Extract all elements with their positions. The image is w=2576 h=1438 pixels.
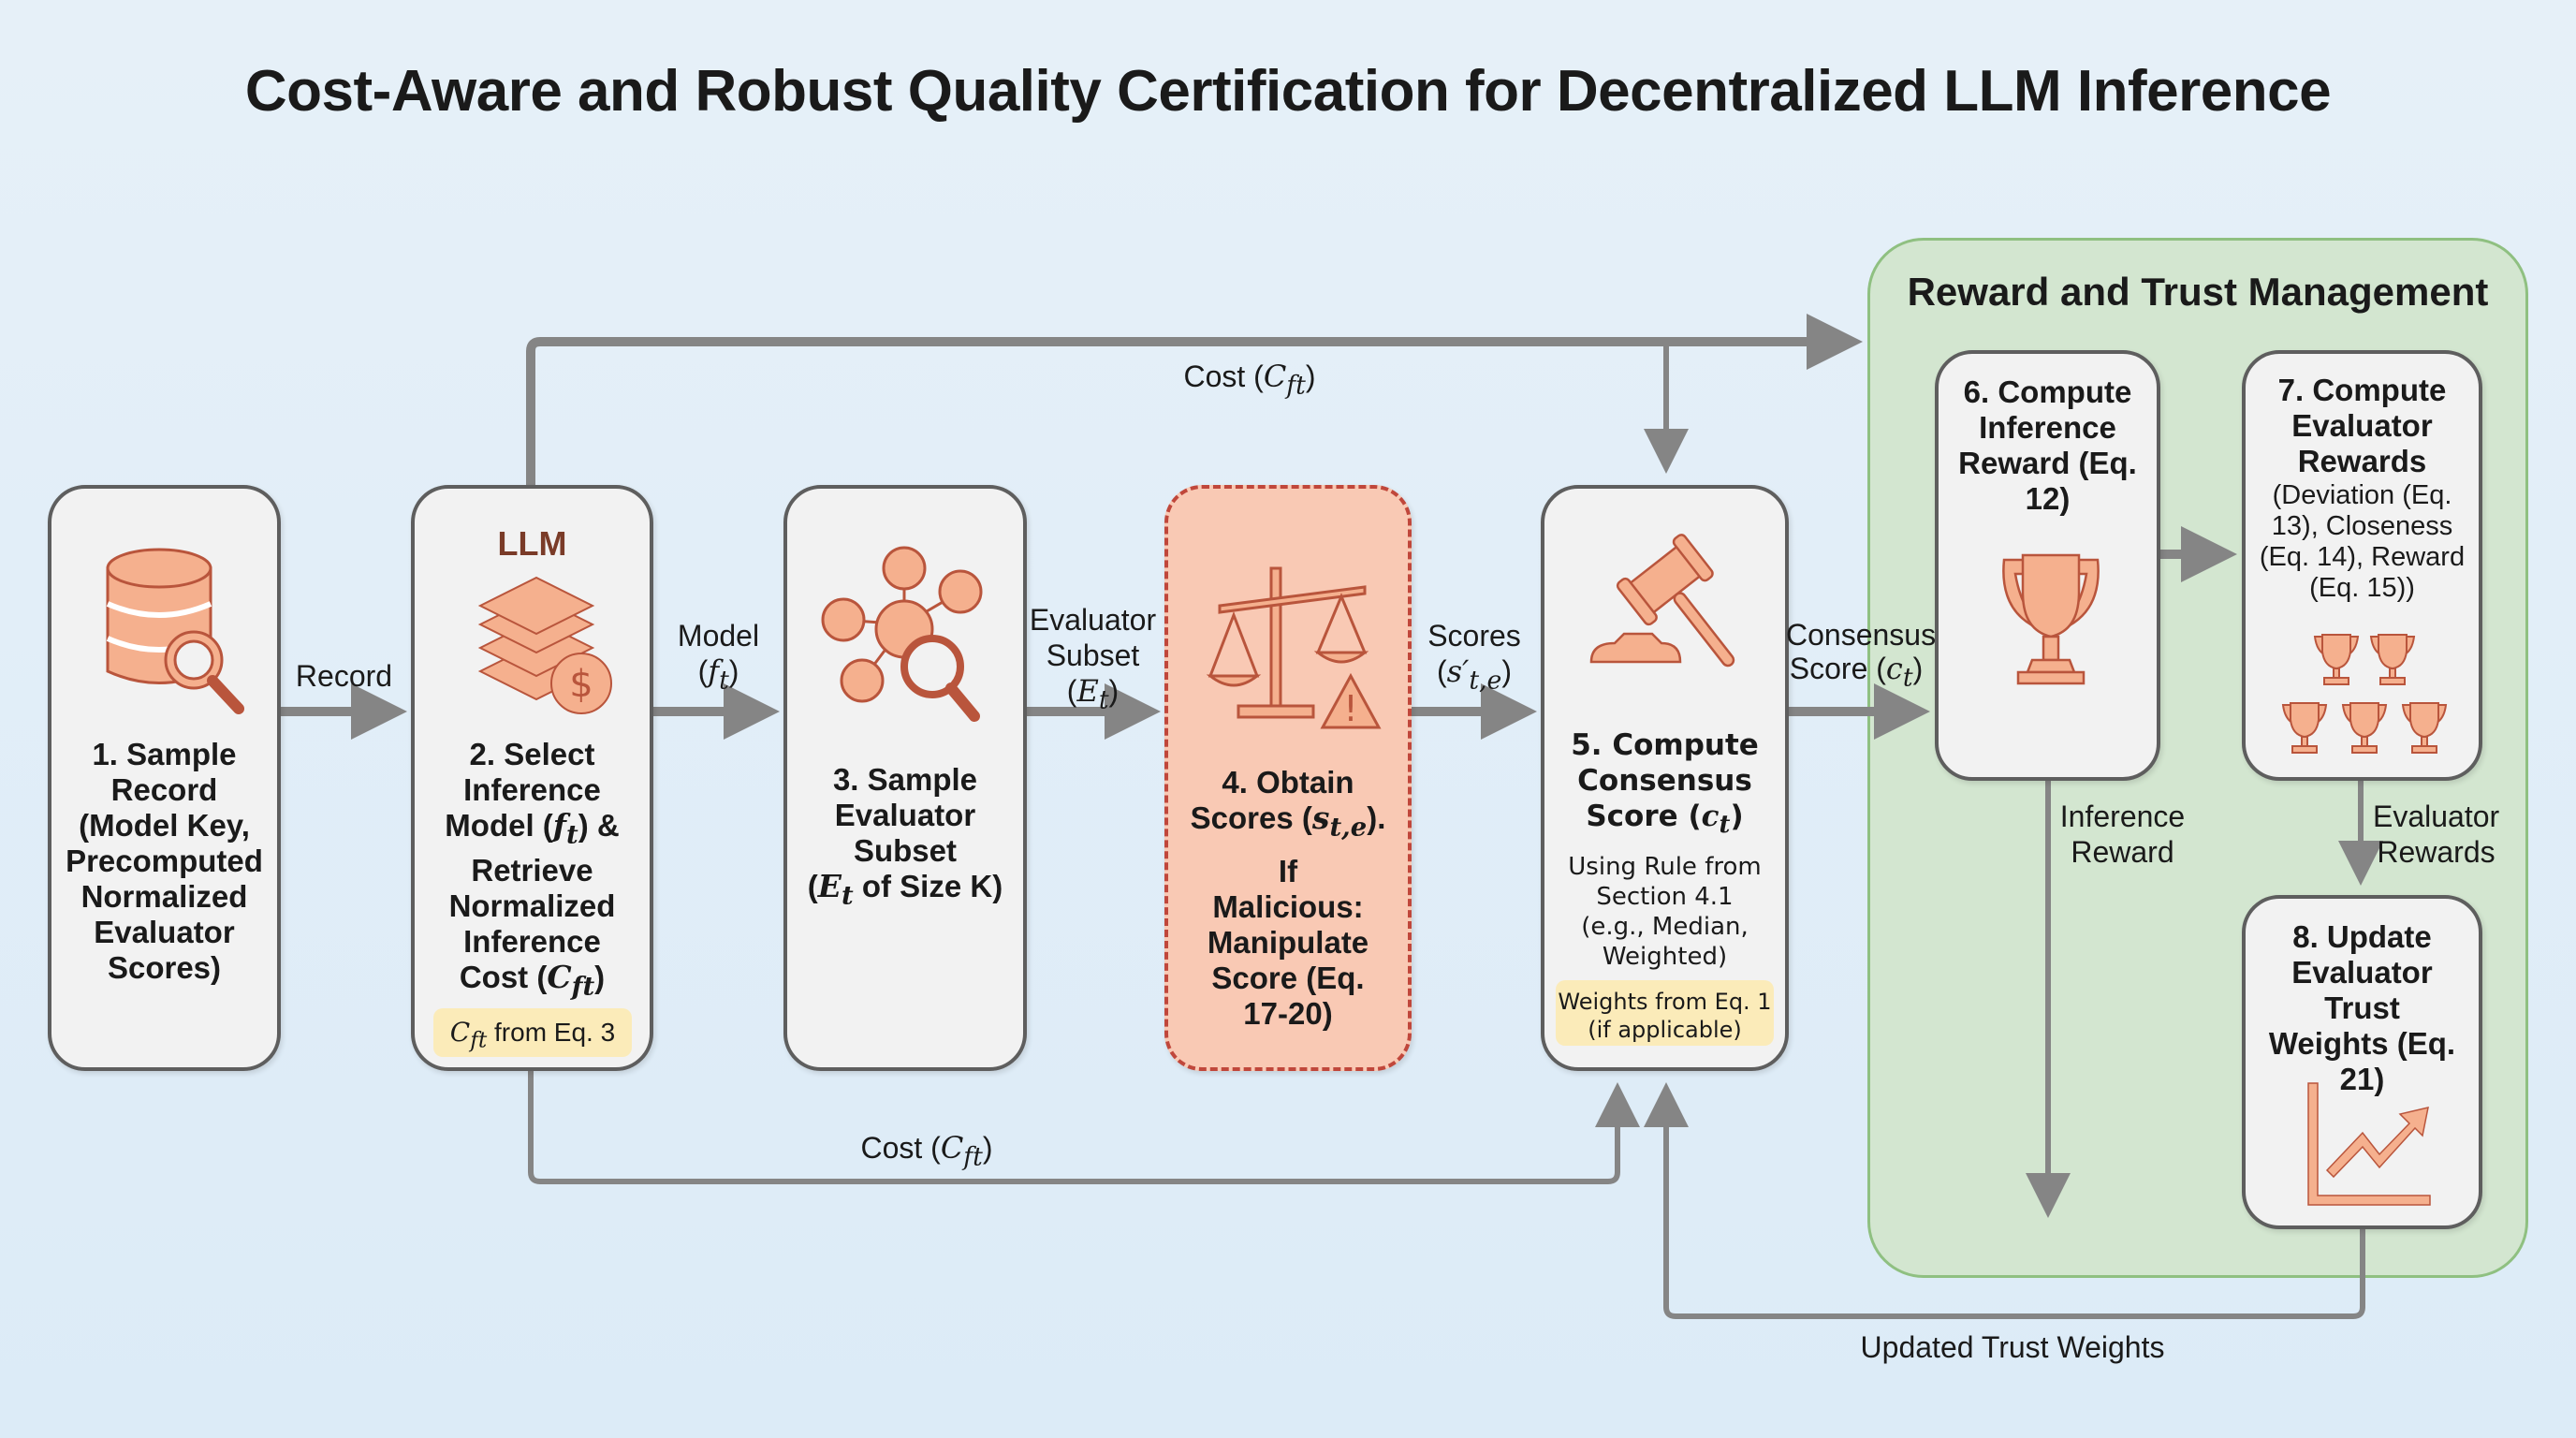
step-7-evaluator-rewards: 7. Compute Evaluator Rewards (Deviation … (2242, 350, 2482, 781)
label-consensus: Consensus Score (ct) (1786, 618, 1937, 693)
step-5-consensus: 5. Compute Consensus Score (ct) Using Ru… (1541, 485, 1789, 1071)
step-4-title: 4. Obtain Scores (st,e). (1190, 765, 1386, 843)
label-updated-trust: Updated Trust Weights (1860, 1330, 2165, 1364)
svg-text:!: ! (1343, 688, 1357, 729)
step-1-title: 1. Sample Record (Model Key, Precomputed… (66, 737, 263, 985)
arrow-updated-trust (1644, 1082, 2365, 1319)
llm-layers-cost-icon: $ (477, 576, 612, 714)
step-8-title: 8. Update Evaluator Trust Weights (Eq. 2… (2268, 919, 2456, 1096)
label-inference-reward: Inference Reward (2059, 800, 2186, 869)
step-4-obtain-scores: ! 4. Obtain Scores (st,e). If Malicious:… (1164, 485, 1412, 1071)
label-record: Record (295, 659, 393, 693)
trophies-icon (2282, 634, 2447, 754)
panel-title: Reward and Trust Management (1907, 270, 2489, 314)
step-2-note: Cft from Eq. 3 (433, 1008, 632, 1057)
step-6-title: 6. Compute Inference Reward (Eq. 12) (1958, 374, 2137, 516)
gavel-icon (1589, 534, 1735, 668)
svg-text:$: $ (569, 663, 593, 706)
step-1-sample-record: 1. Sample Record (Model Key, Precomputed… (48, 485, 281, 1071)
diagram-title: Cost-Aware and Robust Quality Certificat… (244, 59, 2332, 124)
arrow-cost-top (526, 314, 1863, 485)
label-cost-bottom: Cost (Cft) (860, 1130, 993, 1172)
step-4-malicious: If Malicious: Manipulate Score (Eq. 17-2… (1207, 854, 1369, 1031)
scales-warning-icon: ! (1206, 566, 1382, 729)
evaluator-network-search-icon (821, 546, 983, 722)
step-3-title: 3. Sample Evaluator Subset (Et of Size K… (807, 762, 1003, 911)
step-3-sample-evaluators: 3. Sample Evaluator Subset (Et of Size K… (783, 485, 1027, 1071)
llm-badge: LLM (497, 524, 567, 563)
arrow-cost-bottom (528, 1071, 1640, 1184)
step-8-update-trust: 8. Update Evaluator Trust Weights (Eq. 2… (2242, 895, 2482, 1229)
step-6-inference-reward: 6. Compute Inference Reward (Eq. 12) (1935, 350, 2160, 781)
label-scores: Scores(s′t,e) (1427, 619, 1521, 696)
label-model: Model(ft) (677, 619, 760, 696)
step-7-body: (Deviation (Eq. 13), Closeness (Eq. 14),… (2259, 480, 2466, 603)
label-evaluator-rewards: Evaluator Rewards (2373, 800, 2500, 869)
label-evaluator-subset: Evaluator Subset(Et) (1029, 603, 1157, 715)
step-2-select-model: LLM $ 2. Select Inference Model (ft) & R… (411, 485, 653, 1071)
trophy-icon (2002, 553, 2100, 685)
step-2-title: 2. Select Inference Model (ft) & Retriev… (445, 737, 620, 1002)
step-5-title: 5. Compute Consensus Score (ct) (1571, 728, 1759, 840)
step-5-body: Using Rule from Section 4.1 (e.g., Media… (1568, 853, 1762, 971)
label-cost-top: Cost (Cft) (1183, 359, 1316, 401)
step-5-note: Weights from Eq. 1 (if applicable) (1556, 980, 1774, 1046)
database-search-icon (106, 548, 244, 714)
trend-chart-icon (2307, 1082, 2431, 1206)
step-7-title: 7. Compute Evaluator Rewards (2277, 373, 2447, 478)
